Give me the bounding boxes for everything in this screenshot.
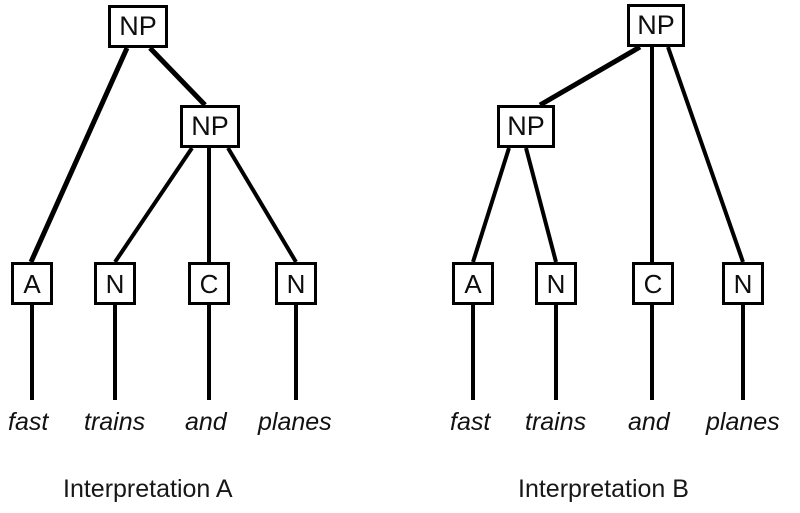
node-a-pos-n2[interactable]: N bbox=[275, 262, 317, 305]
word-label: planes bbox=[706, 408, 780, 436]
node-a-pos-a[interactable]: A bbox=[11, 262, 53, 305]
word-label: trains bbox=[84, 408, 146, 436]
caption-interpretation-b: Interpretation B bbox=[518, 475, 689, 503]
word-label: and bbox=[185, 408, 227, 436]
node-b-np-inner[interactable]: NP bbox=[497, 105, 555, 148]
word-label: planes bbox=[258, 408, 332, 436]
node-b-pos-c[interactable]: C bbox=[632, 262, 674, 305]
word-stem-group bbox=[30, 305, 745, 400]
tree-edge bbox=[666, 46, 745, 263]
node-b-np-root[interactable]: NP bbox=[627, 4, 685, 47]
tree-edge bbox=[471, 147, 511, 263]
node-a-pos-c[interactable]: C bbox=[188, 262, 230, 305]
node-b-pos-n2[interactable]: N bbox=[722, 262, 764, 305]
node-b-pos-n1[interactable]: N bbox=[535, 262, 577, 305]
node-a-pos-n1[interactable]: N bbox=[94, 262, 136, 305]
caption-interpretation-a: Interpretation A bbox=[63, 475, 233, 503]
word-label: trains bbox=[525, 408, 587, 436]
edge-group bbox=[28, 44, 745, 264]
word-label: fast bbox=[8, 408, 49, 436]
node-a-np-inner[interactable]: NP bbox=[180, 105, 240, 148]
word-label: and bbox=[628, 408, 670, 436]
tree-edge bbox=[28, 46, 130, 264]
tree-edge bbox=[524, 147, 558, 263]
word-label: fast bbox=[450, 408, 491, 436]
tree-edge bbox=[538, 44, 642, 108]
tree-edge bbox=[226, 146, 298, 264]
tree-edge bbox=[113, 146, 194, 264]
node-b-pos-a[interactable]: A bbox=[452, 262, 494, 305]
node-a-np-root[interactable]: NP bbox=[108, 5, 168, 48]
tree-edge bbox=[148, 46, 207, 107]
